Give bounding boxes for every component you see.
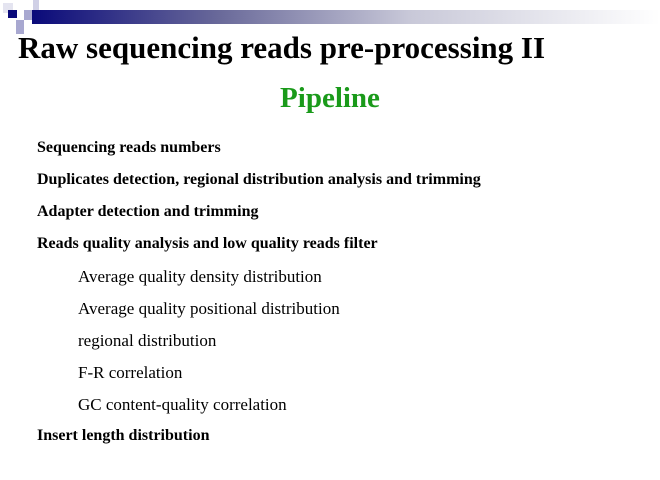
list-item: Adapter detection and trimming — [37, 203, 259, 220]
list-item: Reads quality analysis and low quality r… — [37, 235, 378, 252]
slide-title: Raw sequencing reads pre-processing II — [18, 30, 546, 65]
list-item: F-R correlation — [78, 363, 183, 382]
list-item: GC content-quality correlation — [78, 395, 287, 414]
list-item: Insert length distribution — [37, 427, 210, 444]
list-item: Average quality density distribution — [78, 267, 322, 286]
slide-subtitle: Pipeline — [280, 82, 380, 114]
list-item: Average quality positional distribution — [78, 299, 340, 318]
list-item: Duplicates detection, regional distribut… — [37, 171, 481, 188]
list-item: regional distribution — [78, 331, 217, 350]
list-item: Sequencing reads numbers — [37, 139, 221, 156]
